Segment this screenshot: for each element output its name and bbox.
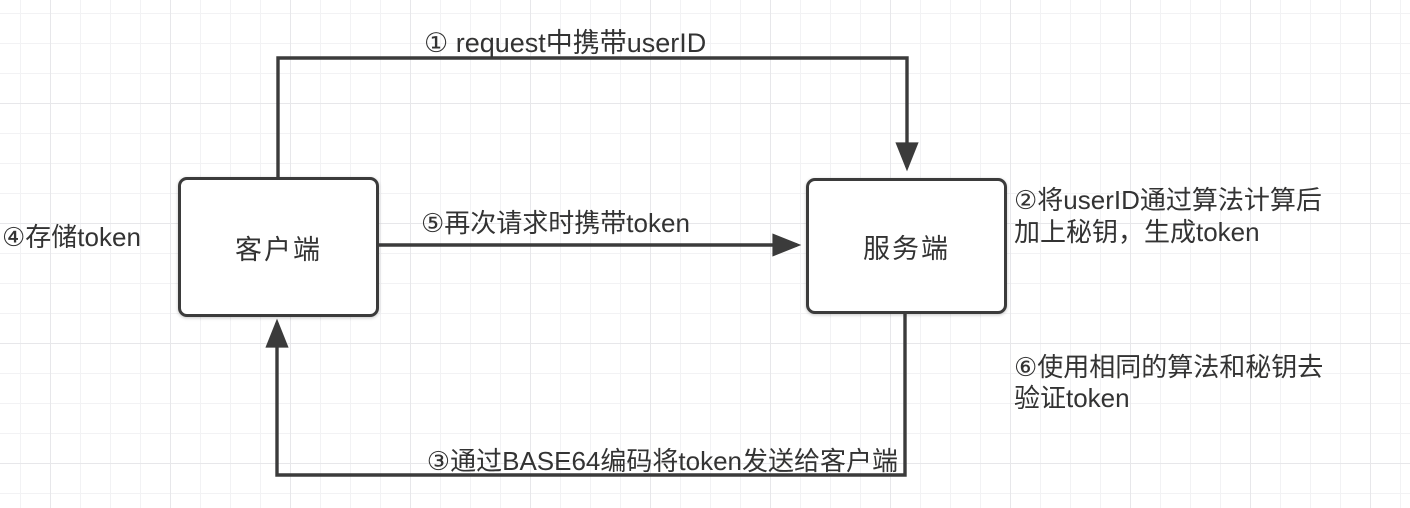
edge-label-step3: ③通过BASE64编码将token发送给客户端 (426, 446, 898, 476)
note-step4-line1: ④存储token (2, 222, 141, 252)
arrow-step1 (276, 56, 919, 177)
note-step6: ⑥使用相同的算法和秘钥去 验证token (1014, 352, 1323, 414)
node-server-label: 服务端 (863, 233, 950, 264)
edge-label-step5: ⑤再次请求时携带token (421, 208, 690, 238)
arrow-step3 (265, 314, 907, 477)
note-step6-line2: 验证token (1014, 383, 1130, 413)
node-server: 服务端 (806, 178, 1007, 314)
note-step2-line1: ②将userID通过算法计算后 (1014, 185, 1322, 215)
note-step2: ②将userID通过算法计算后 加上秘钥，生成token (1014, 184, 1322, 248)
edge-label-step1: ① request中携带userID (424, 28, 707, 58)
note-step6-line1: ⑥使用相同的算法和秘钥去 (1014, 352, 1324, 382)
note-step4: ④存储token (2, 217, 141, 254)
node-client-label: 客户端 (235, 234, 322, 265)
note-step2-line2: 加上秘钥，生成token (1014, 217, 1260, 247)
node-client: 客户端 (178, 177, 379, 317)
